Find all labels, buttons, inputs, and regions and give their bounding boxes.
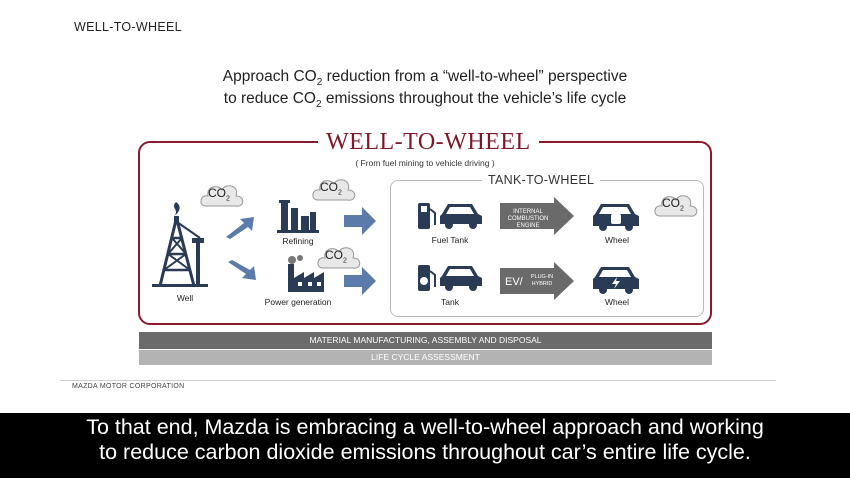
footer-divider <box>60 380 776 381</box>
oil-well-icon <box>152 202 208 287</box>
co2-cloud-icon <box>317 247 361 269</box>
refining-label: Refining <box>282 236 314 246</box>
co2-text-2: CO2 <box>320 180 342 197</box>
co2-text-1: CO2 <box>208 186 230 203</box>
co2-cloud-icon <box>200 185 244 207</box>
life-cycle-assessment-bar: LIFE CYCLE ASSESSMENT <box>139 350 712 365</box>
well-to-wheel-subtitle: ( From fuel mining to vehicle driving ) <box>355 158 495 168</box>
arrow-right-icon <box>226 217 254 239</box>
co2-cloud-icon <box>312 179 356 201</box>
charger-icon <box>418 265 436 291</box>
caption-line-2: to reduce carbon dioxide emissions throu… <box>99 440 751 464</box>
co2-text-4: CO2 <box>662 196 684 213</box>
power-plant-icon <box>288 255 324 292</box>
co2-cloud-icon <box>654 195 698 217</box>
well-label: Well <box>176 293 194 303</box>
power-generation-label: Power generation <box>264 297 332 307</box>
headline-line-1: Approach CO2 reduction from a “well-to-w… <box>222 68 628 89</box>
slide-header: WELL-TO-WHEEL <box>74 20 182 34</box>
headline-line-2: to reduce CO2 emissions throughout the v… <box>223 90 627 111</box>
arrow-right-icon <box>228 260 256 280</box>
car-icon <box>593 204 639 231</box>
caption-line-1: To that end, Mazda is embracing a well-t… <box>86 415 764 439</box>
material-manufacturing-bar: MATERIAL MANUFACTURING, ASSEMBLY AND DIS… <box>139 332 712 349</box>
arrow-right-icon <box>500 262 574 300</box>
wheel-label-1: Wheel <box>604 235 630 245</box>
tank-label: Tank <box>441 297 459 307</box>
co2-text-3: CO2 <box>325 248 347 265</box>
tank-to-wheel-title: TANK-TO-WHEEL <box>482 173 601 187</box>
fuel-pump-icon <box>418 203 436 229</box>
car-icon <box>440 204 482 229</box>
arrow-right-icon <box>344 207 376 235</box>
company-footer: MAZDA MOTOR CORPORATION <box>72 383 185 390</box>
refinery-icon <box>277 200 319 233</box>
caption-bar <box>0 413 850 478</box>
fuel-tank-label: Fuel Tank <box>431 235 469 245</box>
arrow-right-icon <box>344 267 376 295</box>
ev-arrow-main: EV/ <box>505 276 523 288</box>
wheel-label-2: Wheel <box>604 297 630 307</box>
arrow-right-icon <box>500 197 574 235</box>
well-to-wheel-title: WELL-TO-WHEEL <box>318 128 539 156</box>
car-icon <box>593 267 639 294</box>
car-icon <box>440 266 482 291</box>
